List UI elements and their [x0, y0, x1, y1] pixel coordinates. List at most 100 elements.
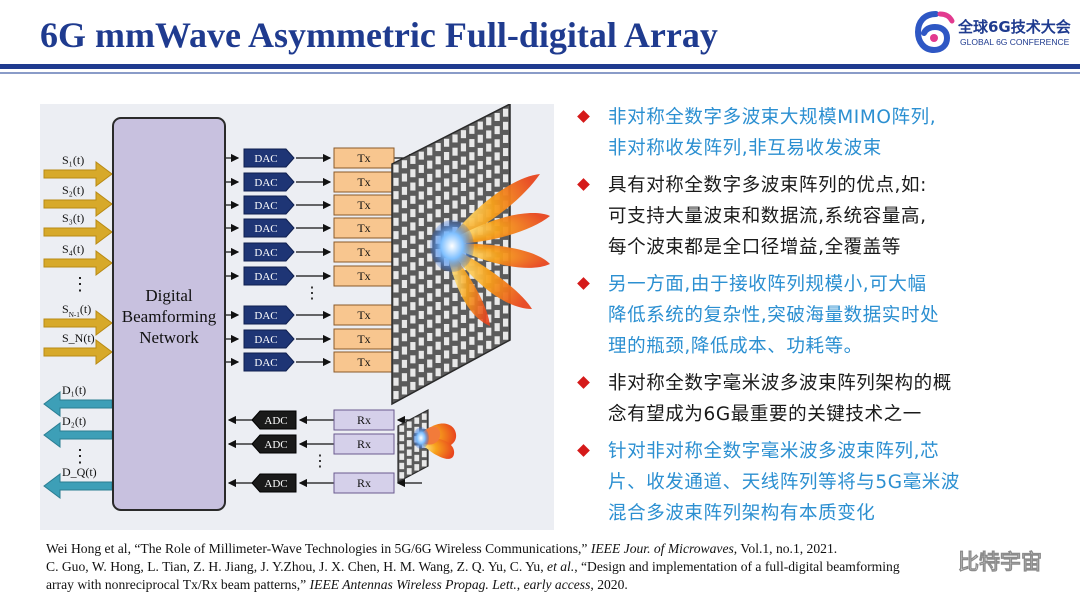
tx-array-element: [460, 354, 467, 363]
tx-input-arrow-icon: [43, 339, 113, 365]
tx-array-element: [452, 359, 458, 368]
tx-array-element: [435, 275, 441, 284]
tx-array-element: [427, 266, 433, 275]
tx-array-element: [486, 261, 492, 270]
tx-array-element: [393, 204, 399, 213]
bullet-1-line-1: 非对称全数字多波束大规模MIMO阵列,: [608, 107, 937, 128]
dac-label: DAC: [254, 247, 277, 259]
rx-array-element: [399, 434, 405, 442]
bullet-2-line-2: 可支持大量波束和数据流,系统容量高,: [608, 206, 927, 227]
dac-label: DAC: [254, 357, 277, 369]
logo-chinese-text: 全球6G技术大会: [958, 18, 1071, 36]
tx-array-element: [460, 341, 467, 350]
bullet-4-line-1: 非对称全数字毫米波多波束阵列架构的概: [608, 373, 952, 394]
tx-array-element: [393, 324, 399, 333]
tx-input-arrow-icon: [43, 219, 113, 245]
bullet-item-3: 另一方面,由于接收阵列规模小,可大幅 降低系统的复杂性,突破海量数据实时处 理的…: [576, 269, 1076, 362]
tx-array-element: [418, 350, 424, 359]
dac-block: [243, 242, 295, 262]
tx-array-element: [435, 209, 441, 218]
bullet-5-line-1: 针对非对称全数字毫米波多波束阵列,芯: [608, 441, 940, 462]
tx-array-element: [469, 349, 475, 358]
adc-label: ADC: [264, 415, 287, 427]
tx-block: [333, 147, 395, 169]
tx-array-element: [393, 351, 399, 360]
tx-array-element: [427, 346, 433, 355]
bullet-item-1: 非对称全数字多波束大规模MIMO阵列, 非对称收发阵列,非互易收发波束: [576, 102, 1076, 164]
rx-array-element: [406, 430, 412, 438]
bullet-item-5: 针对非对称全数字毫米波多波束阵列,芯 片、收发通道、天线阵列等将与5G毫米波 混…: [576, 436, 1076, 529]
tx-array-element: [401, 266, 408, 275]
rx-array-element: [406, 458, 412, 466]
tx-array-element: [410, 248, 416, 257]
tx-array-element: [494, 152, 500, 161]
tx-array-element: [401, 160, 408, 169]
tx-array-element: [443, 271, 450, 280]
bullet-1-line-2: 非对称收发阵列,非互易收发波束: [608, 138, 882, 159]
tx-array-element: [443, 151, 450, 160]
red-diamond-bullet-icon: [577, 178, 590, 191]
tx-array-element: [452, 293, 458, 302]
ref1-journal: IEEE Jour. of Microwaves: [590, 541, 734, 556]
network-label-line-1: Digital: [145, 286, 192, 305]
bullet-2-line-1: 具有对称全数字多波束阵列的优点,如:: [608, 175, 927, 196]
tx-array-element: [401, 253, 408, 262]
tx-array-element: [401, 306, 408, 315]
tx-array-element: [502, 121, 509, 130]
tx-array-element: [393, 364, 399, 373]
rx-array-element: [414, 464, 420, 471]
tx-array-element: [435, 354, 441, 363]
tx-array-element: [469, 191, 475, 200]
tx-array-element: [427, 319, 433, 328]
tx-array-element: [452, 345, 458, 354]
red-diamond-bullet-icon: [577, 277, 590, 290]
tx-array-element: [410, 182, 416, 191]
rx-array-element: [399, 425, 405, 432]
dac-block: [243, 218, 295, 238]
tx-array-element: [401, 213, 408, 222]
ref2-title: , “Design and implementation of a full-d…: [574, 559, 900, 574]
tx-array-element: [393, 191, 399, 200]
tx-array-element: [401, 293, 408, 302]
tx-array-element: [494, 112, 500, 121]
rx-block: [333, 409, 395, 431]
tx-array-element: [410, 342, 416, 351]
tx-array-element: [418, 364, 424, 373]
tx-array-element: [494, 323, 500, 332]
tx-array-element: [418, 310, 424, 319]
tx-array-element: [401, 173, 408, 182]
red-diamond-bullet-icon: [577, 110, 590, 123]
dac-block: [243, 172, 295, 192]
bullet-list: 非对称全数字多波束大规模MIMO阵列, 非对称收发阵列,非互易收发波束 具有对称…: [576, 102, 1076, 535]
tx-array-element: [435, 156, 441, 165]
tx-array-element: [427, 253, 433, 262]
tx-array-element: [469, 139, 475, 148]
tx-label: Tx: [357, 269, 370, 283]
reference-line-3: array with nonreciprocal Tx/Rx beam patt…: [46, 576, 1066, 594]
tx-array-element: [477, 187, 483, 196]
tx-array-element: [460, 169, 467, 178]
rx-label: Rx: [357, 437, 371, 451]
tx-array-element: [427, 359, 433, 368]
tx-array-element: [477, 121, 483, 130]
ref2-etal: et al.: [547, 559, 575, 574]
bullet-3-line-2: 降低系统的复杂性,突破海量数据实时处: [608, 305, 940, 326]
tx-array-element: [418, 151, 424, 160]
tx-array-element: [393, 164, 399, 173]
reference-line-1: Wei Hong et al, “The Role of Millimeter-…: [46, 540, 1066, 558]
tx-input-arrow-icon: [43, 310, 113, 336]
tx-array-element: [443, 191, 450, 200]
adc-block: [251, 410, 297, 430]
tx-array-element: [494, 296, 500, 305]
tx-array-element: [494, 270, 500, 279]
red-diamond-bullet-icon: [577, 444, 590, 457]
tx-array-element: [435, 288, 441, 297]
tx-array-element: [494, 310, 500, 319]
tx-array-element: [502, 266, 509, 275]
bullet-5-line-3: 混合多波束阵列架构有本质变化: [608, 503, 876, 524]
dac-label: DAC: [254, 223, 277, 235]
tx-array-element: [460, 328, 467, 337]
dac-block: [243, 195, 295, 215]
rx-array-element: [414, 445, 420, 452]
tx-label: Tx: [357, 151, 370, 165]
